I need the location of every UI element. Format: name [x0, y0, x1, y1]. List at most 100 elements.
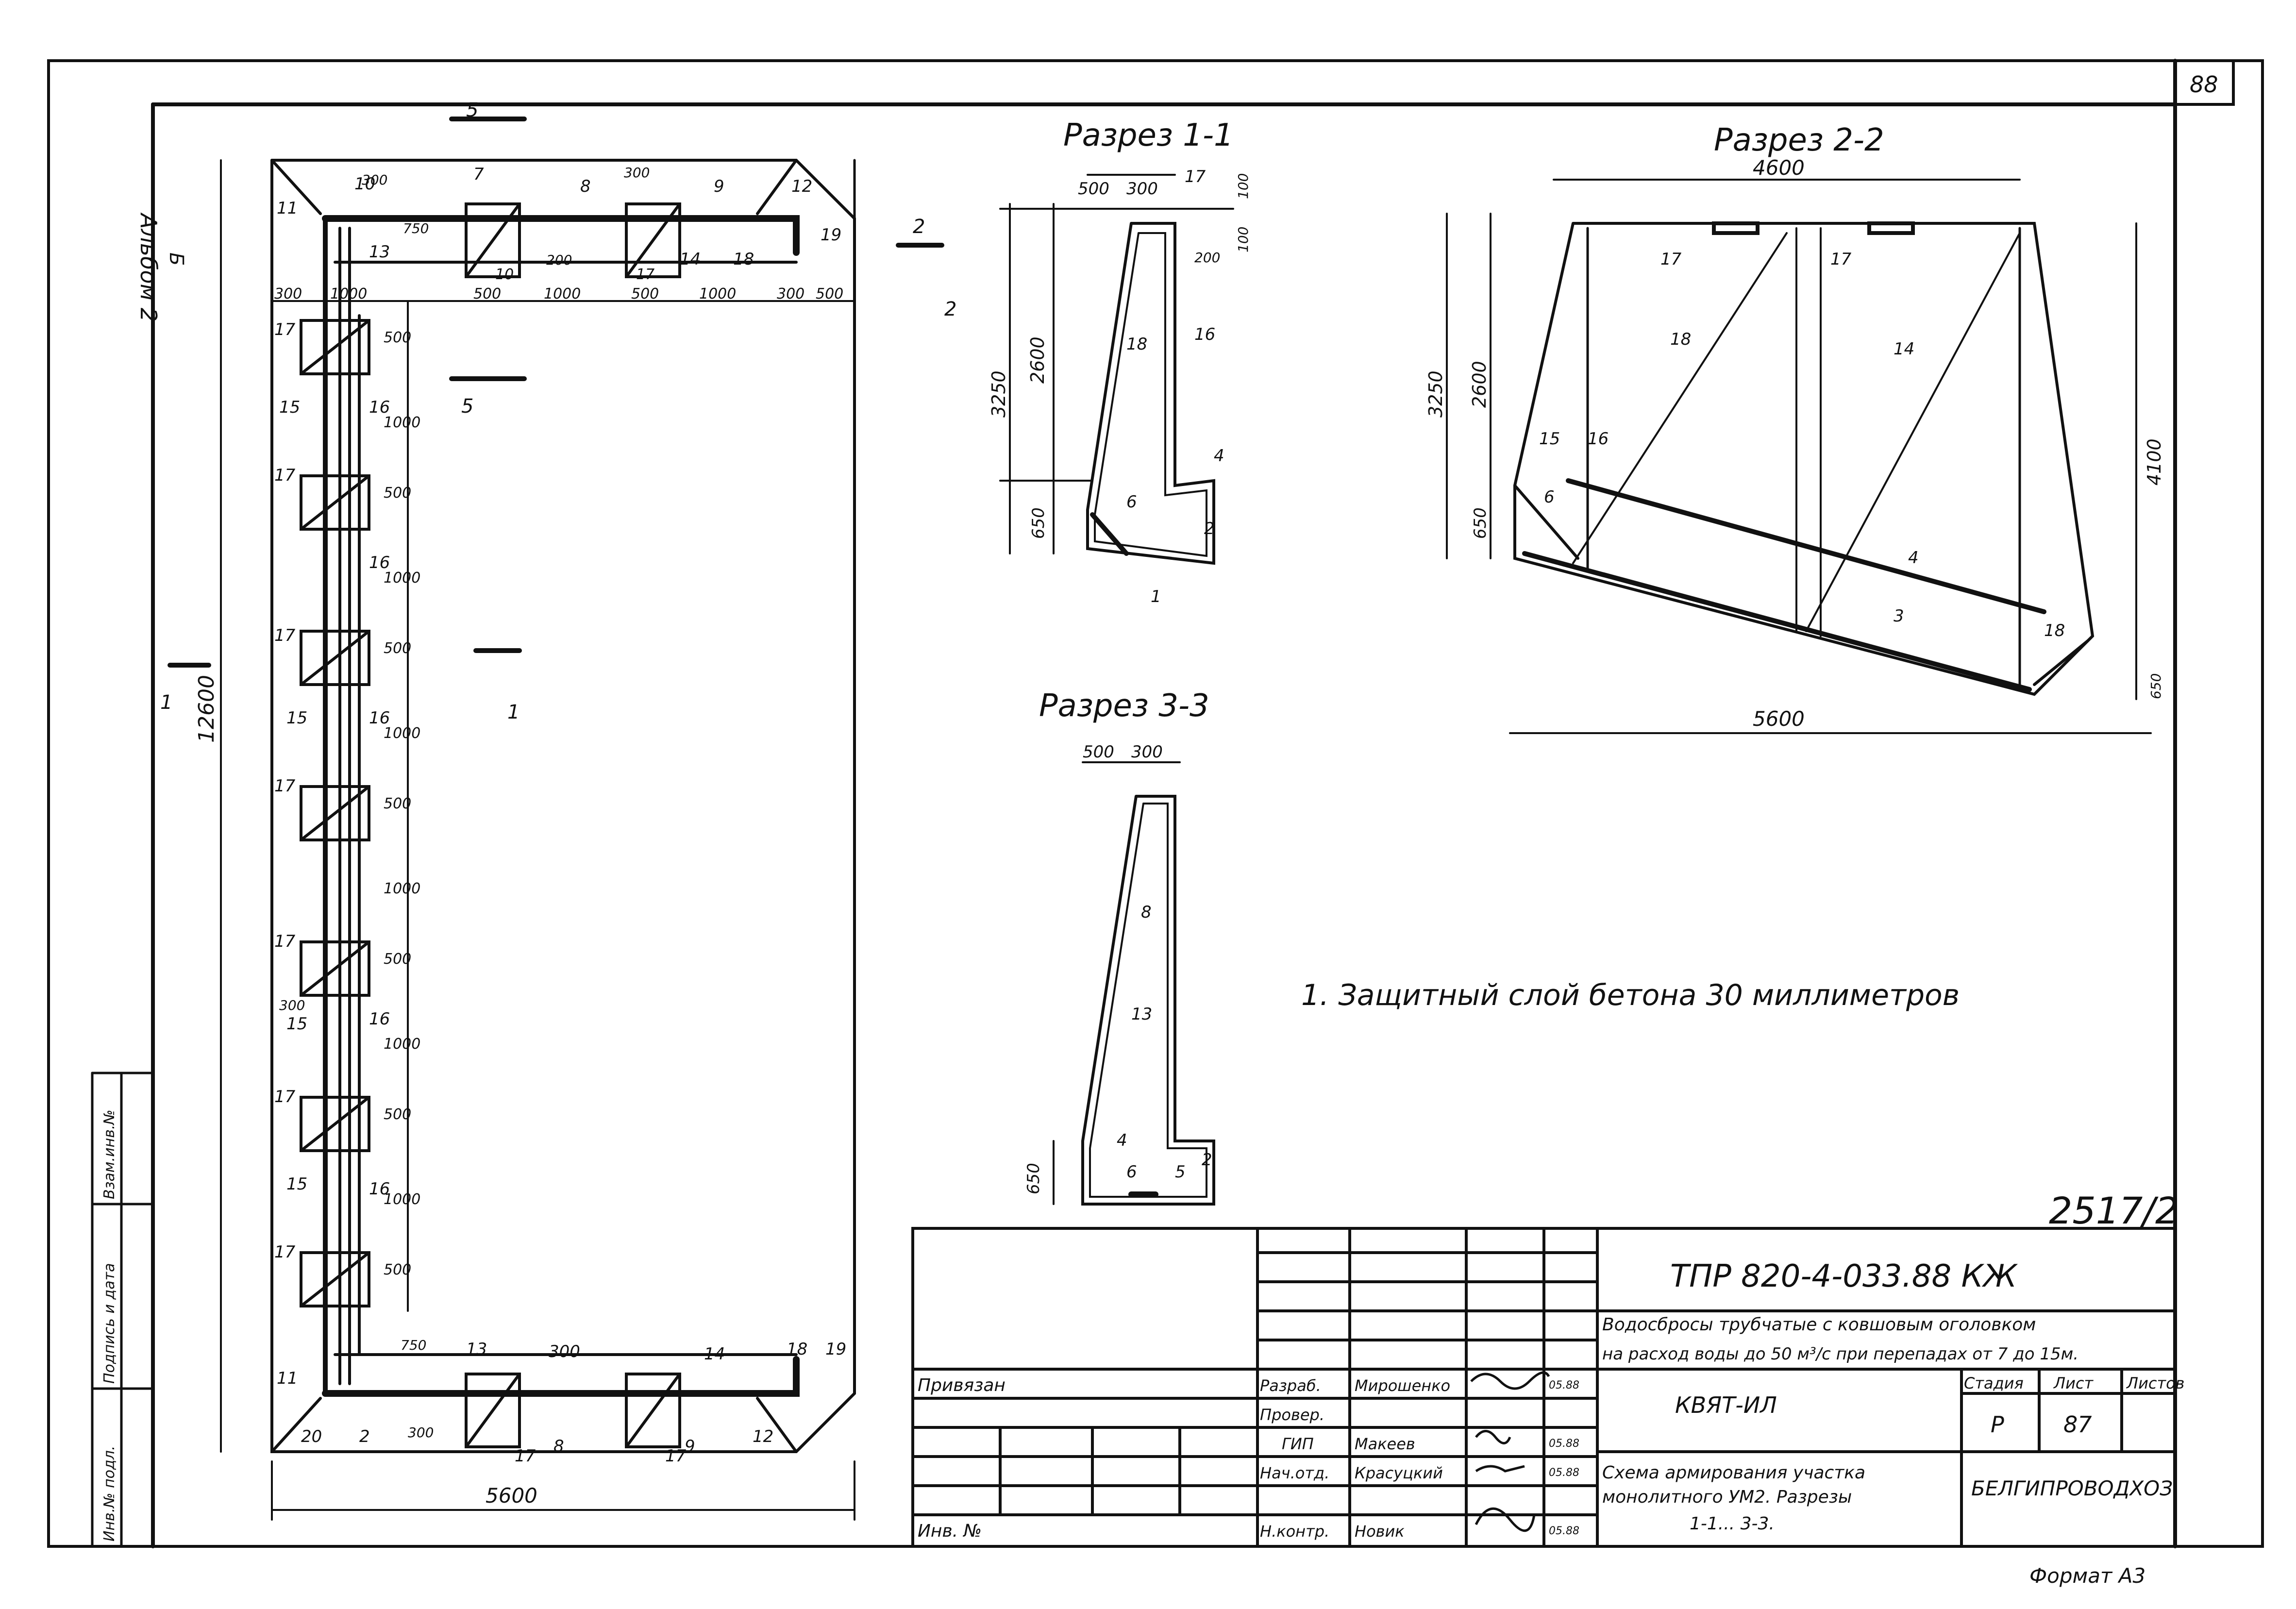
plan-small-dim-0: 300 [362, 172, 387, 188]
section-3-3 [1053, 761, 1215, 1206]
sec11-label-0: 17 [1185, 167, 1206, 186]
plan-side-dim-1: 1000 [384, 414, 420, 431]
plan-left-label-0: 17 [274, 320, 296, 339]
sec22-label-9: 18 [2044, 621, 2065, 640]
sec22-dim-1: 2600 [1469, 361, 1490, 408]
concrete-cover-note: 1. Защитный слой бетона 30 миллиметров [1301, 978, 1960, 1012]
plan-left-label-2: 16 [369, 398, 390, 417]
plan-left-label-15: 17 [274, 1242, 296, 1262]
plan-top-label-11: 10 [495, 266, 514, 283]
plan-bottom-label-0: 13 [466, 1340, 487, 1359]
plan-top-dim-2: 500 [473, 285, 501, 302]
plan-left-label-8: 15 [286, 1014, 307, 1034]
tb-sheets-header: Листов [2126, 1374, 2185, 1392]
plan-left-label-6: 16 [369, 708, 390, 728]
tb-role-1: Провер. [1260, 1406, 1324, 1424]
plan-left-label-1: 15 [279, 398, 300, 417]
plan-top-label-1: 7 [473, 165, 484, 184]
plan-bottom-label-8: 8 [553, 1437, 564, 1456]
left-strip-replace: Взам.инв.№ [101, 1109, 118, 1199]
plan-top-dim-4: 500 [631, 285, 659, 302]
plan-side-dim-7: 1000 [384, 880, 420, 897]
section-1-1 [999, 174, 1234, 565]
plan-view [168, 117, 944, 1521]
plan-left-label-10: 17 [274, 932, 296, 951]
plan-top-dim-3: 1000 [544, 285, 581, 302]
plan-width-dim: 5600 [486, 1484, 537, 1508]
sec22-label-1: 17 [1830, 250, 1852, 269]
sec11-label-5: 2 [1204, 519, 1215, 538]
plan-side-dim-8: 500 [384, 951, 411, 968]
sec11-dim-5: 200 [1194, 250, 1220, 266]
sec22-dim-4: 650 [2148, 673, 2164, 699]
plan-small-dim-7: 200 [546, 252, 572, 268]
tb-object: КВЯТ-ИЛ [1675, 1392, 1777, 1418]
page-number: 88 [2190, 71, 2218, 98]
page-number-box [2174, 59, 2235, 106]
tb-date-4: 05.88 [1549, 1525, 1579, 1537]
sec22-label-6: 6 [1544, 487, 1555, 507]
sec11-dim-1: 2600 [1027, 336, 1048, 384]
tb-privyazan: Привязан [918, 1375, 1006, 1395]
plan-small-dim-6: 300 [279, 997, 305, 1013]
sec11-dim-4: 100 [1235, 227, 1251, 252]
plan-top-label-3: 9 [714, 177, 724, 196]
sec33-label-2: 4 [1117, 1131, 1127, 1150]
tb-name-3: Красуцкий [1355, 1464, 1443, 1482]
tb-org: БЕЛГИПРОВОДХОЗ [1971, 1476, 2173, 1500]
sec11-label-4: 6 [1126, 492, 1137, 512]
plan-side-dim-6: 500 [384, 795, 411, 812]
sec11-dim-0: 3250 [988, 370, 1009, 418]
sec22-label-2: 18 [1670, 330, 1691, 349]
plan-top-label-4: 12 [791, 177, 812, 196]
plan-small-dim-2: 300 [624, 165, 650, 181]
plan-side-dim-4: 500 [384, 640, 411, 657]
sec33-label-5: 2 [1202, 1150, 1212, 1170]
plan-side-dim-5: 1000 [384, 725, 420, 742]
sec11-top-dim-1: 500 [1078, 179, 1109, 199]
cut-mark-1-left: 1 [160, 691, 172, 714]
sec11-dim-3: 100 [1235, 173, 1251, 199]
tb-name-2: Макеев [1355, 1435, 1415, 1453]
sec22-label-7: 4 [1908, 548, 1919, 568]
cut-mark-5-bottom: 5 [461, 395, 473, 418]
plan-top-label-10: 17 [636, 266, 654, 283]
tb-inv: Инв. № [918, 1521, 982, 1541]
plan-left-label-12: 17 [274, 1087, 296, 1106]
plan-left-label-9: 16 [369, 1009, 390, 1029]
album-label: Альбом 2 [135, 212, 162, 322]
plan-side-dim-12: 500 [384, 1261, 411, 1278]
plan-bottom-label-10: 12 [753, 1427, 773, 1446]
signatures [1470, 1371, 1550, 1532]
format-label: Формат А3 [2029, 1564, 2145, 1588]
plan-left-label-7: 17 [274, 776, 296, 796]
plan-top-label-2: 8 [580, 177, 591, 196]
plan-top-label-9: 18 [733, 250, 754, 269]
tb-role-4: Н.контр. [1260, 1522, 1329, 1541]
plan-bottom-label-1: 14 [704, 1344, 725, 1364]
sec33-dim-0: 650 [1024, 1163, 1043, 1194]
tb-drawing-title-2: монолитного УМ2. Разрезы [1602, 1487, 1852, 1507]
sec33-top-dim-2: 300 [1131, 742, 1163, 762]
tb-title-line1: Водосбросы трубчатые с ковшовым оголовко… [1602, 1315, 2036, 1335]
album-mark: Б [165, 252, 187, 266]
section-3-3-title: Разрез 3-3 [1039, 688, 1209, 724]
tb-stage-header: Стадия [1964, 1374, 2024, 1392]
plan-top-label-8: 14 [680, 250, 701, 269]
cut-mark-5-top: 5 [466, 99, 478, 121]
plan-top-dim-6: 300 [777, 285, 804, 302]
sec22-bottom-dim: 5600 [1753, 707, 1805, 731]
sec22-label-4: 15 [1539, 429, 1560, 449]
sec33-top-dim-1: 500 [1083, 742, 1114, 762]
plan-side-dim-3: 1000 [384, 570, 420, 587]
tb-role-2: ГИП [1282, 1435, 1314, 1453]
left-strip-signature: Подпись и дата [101, 1263, 118, 1384]
plan-left-label-14: 16 [369, 553, 390, 572]
plan-top-label-7: 13 [369, 242, 390, 262]
plan-top-dim-0: 300 [274, 285, 302, 302]
tb-role-3: Нач.отд. [1260, 1464, 1329, 1482]
left-strip-inv: Инв.№ подл. [101, 1446, 118, 1542]
sec11-label-3: 4 [1214, 446, 1224, 466]
tb-date-0: 05.88 [1549, 1379, 1579, 1391]
